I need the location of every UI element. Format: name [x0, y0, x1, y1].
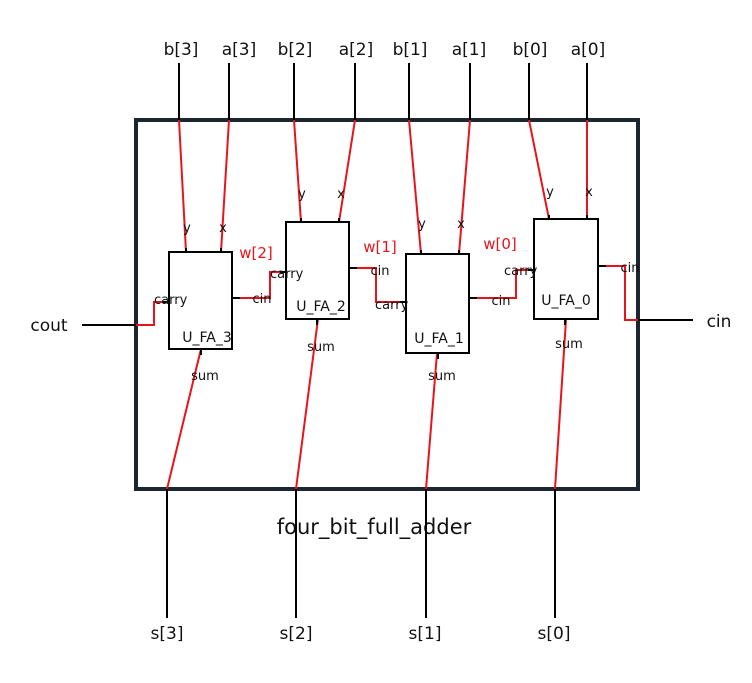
net-b1 — [408, 119, 422, 255]
port-label-b3: b[3] — [164, 40, 199, 60]
instance-name: U_FA_0 — [541, 293, 591, 309]
port-label-s0: s[0] — [538, 624, 571, 644]
net-s3 — [166, 348, 202, 490]
net-s2 — [295, 318, 319, 490]
net-b3 — [178, 119, 187, 253]
pin-label-cin: cin — [621, 261, 640, 276]
pin-label-x: x — [585, 185, 593, 200]
port-label-b0: b[0] — [513, 40, 548, 60]
top-port-labels: b[3] a[3] b[2] a[2] b[1] a[1] b[0] a[0] — [164, 40, 606, 60]
net-s0 — [554, 319, 567, 490]
net-w1 — [349, 267, 406, 303]
port-label-cin: cin — [707, 312, 732, 332]
pin-label-sum: sum — [428, 369, 456, 384]
module-border — [134, 118, 640, 491]
full-adder-box — [285, 221, 350, 320]
internal-nets — [136, 119, 638, 490]
pin-label-sum: sum — [555, 337, 583, 352]
pin-label-cin: cin — [492, 294, 511, 309]
pin-label-cin: cin — [371, 264, 390, 279]
port-label-b2: b[2] — [278, 40, 313, 60]
port-label-b1: b[1] — [393, 40, 428, 60]
pin-label-y: y — [183, 221, 191, 236]
pin-label-carry: carry — [154, 293, 188, 308]
instance-name: U_FA_3 — [182, 330, 232, 346]
pin-label-x: x — [337, 187, 345, 202]
full-adder-u_fa_0: x y carry cin sum U_FA_0 — [504, 185, 640, 352]
port-label-s3: s[3] — [151, 624, 184, 644]
wire-label-w2: w[2] — [239, 244, 273, 262]
port-label-s1: s[1] — [409, 624, 442, 644]
net-a3 — [220, 119, 230, 253]
pin-label-y: y — [298, 187, 306, 202]
pin-label-y: y — [418, 217, 426, 232]
pin-label-carry: carry — [504, 264, 538, 279]
net-w2 — [232, 271, 286, 299]
net-a2 — [338, 119, 356, 223]
full-adder-u_fa_2: x y carry cin sum U_FA_2 — [270, 187, 390, 355]
net-b0 — [528, 119, 550, 220]
full-adder-u_fa_1: x y carry cin sum U_FA_1 — [375, 217, 511, 384]
port-label-a0: a[0] — [571, 40, 606, 60]
net-w0 — [470, 269, 534, 299]
module-name: four_bit_full_adder — [277, 515, 472, 540]
internal-wire-labels: w[2] w[1] w[0] — [239, 235, 517, 262]
full-adder-box — [405, 253, 470, 354]
pin-label-x: x — [219, 221, 227, 236]
net-b2 — [293, 119, 302, 223]
net-cout — [136, 301, 169, 326]
port-label-cout: cout — [30, 316, 68, 336]
pin-label-y: y — [546, 185, 554, 200]
bottom-port-labels: s[3] s[2] s[1] s[0] — [151, 624, 571, 644]
pin-label-sum: sum — [307, 340, 335, 355]
net-cin — [599, 265, 638, 321]
net-s1 — [425, 352, 438, 490]
instance-name: U_FA_1 — [414, 331, 464, 347]
pin-label-cin: cin — [253, 292, 272, 307]
wire-label-w1: w[1] — [363, 238, 397, 256]
pin-label-carry: carry — [270, 267, 304, 282]
net-a1 — [458, 119, 471, 255]
full-adder-u_fa_3: x y carry cin sum U_FA_3 — [154, 221, 272, 384]
port-label-a2: a[2] — [339, 40, 374, 60]
port-label-a3: a[3] — [222, 40, 257, 60]
pin-label-carry: carry — [375, 298, 409, 313]
pin-label-sum: sum — [191, 369, 219, 384]
port-label-s2: s[2] — [280, 624, 313, 644]
port-label-a1: a[1] — [452, 40, 487, 60]
wire-label-w0: w[0] — [483, 235, 517, 253]
instance-name: U_FA_2 — [296, 299, 346, 315]
pin-label-x: x — [457, 217, 465, 232]
instance-group: x y carry cin sum U_FA_3 x y carry cin sum U_FA_2 x y… — [154, 185, 640, 384]
